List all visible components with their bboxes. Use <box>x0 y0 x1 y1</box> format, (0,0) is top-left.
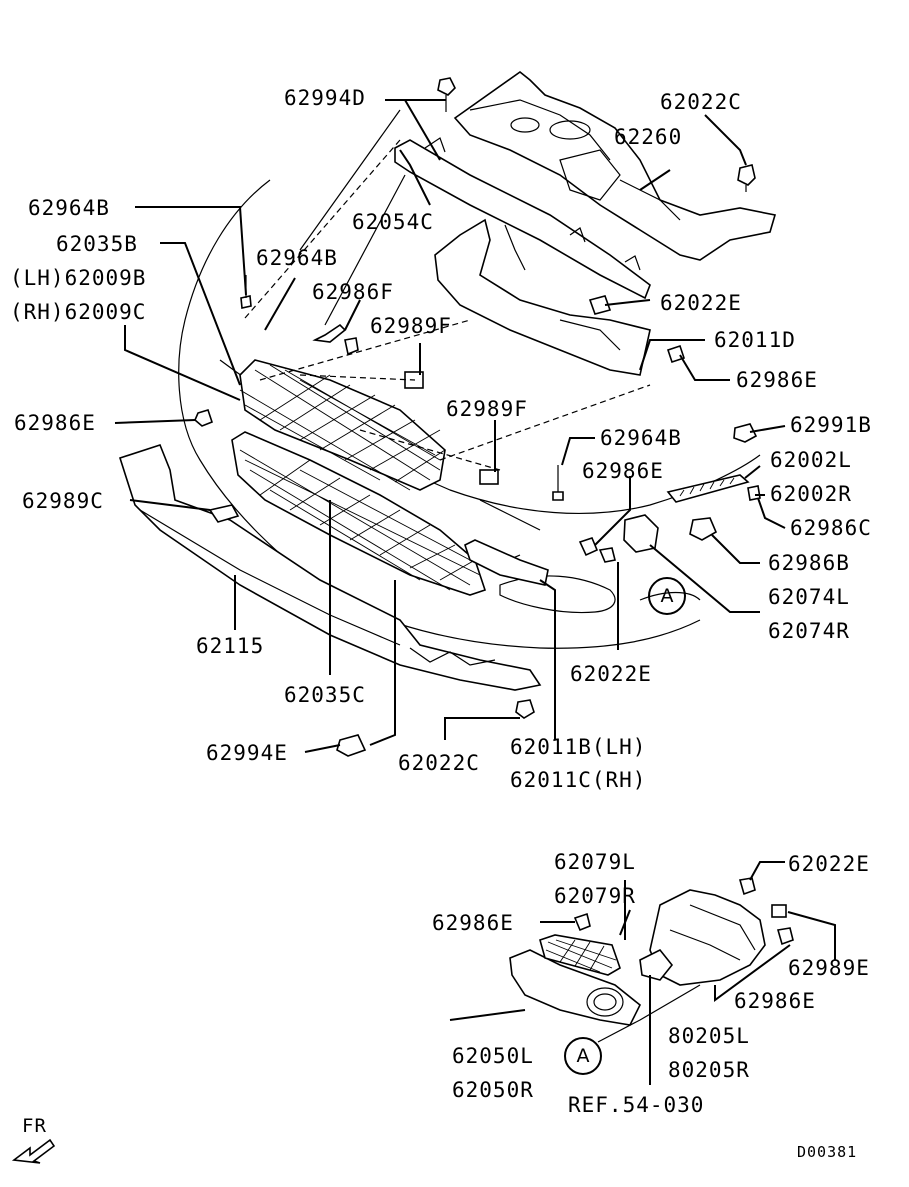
part-label-62050r: 62050R <box>452 1078 534 1102</box>
callout-circle-a-lower: A <box>564 1037 602 1075</box>
part-label-62964b-c: 62964B <box>600 426 682 450</box>
part-label-62002l: 62002L <box>770 448 852 472</box>
part-label-62011b-lh: 62011B(LH) <box>510 735 647 759</box>
part-label-62986e-e: 62986E <box>734 989 816 1013</box>
part-label-62986e-d: 62986E <box>432 911 514 935</box>
part-label-62986e-c: 62986E <box>582 459 664 483</box>
part-label-80205l: 80205L <box>668 1024 750 1048</box>
part-label-62022e-c: 62022E <box>788 852 870 876</box>
fog-lamp-bezel <box>509 934 642 1026</box>
front-arrow-icon <box>11 1138 56 1164</box>
fasteners <box>194 77 761 757</box>
part-label-62035c: 62035C <box>284 683 366 707</box>
part-label-62986e-b: 62986E <box>14 411 96 435</box>
part-label-62986f: 62986F <box>312 280 394 304</box>
part-label-62011c-rh: 62011C(RH) <box>510 768 647 792</box>
upper-bar <box>394 137 651 300</box>
lamp-bracket <box>598 514 659 563</box>
part-label-62002r: 62002R <box>770 482 852 506</box>
part-label-62022e-a: 62022E <box>660 291 742 315</box>
part-label-62079r: 62079R <box>554 884 636 908</box>
part-label-62986c: 62986C <box>790 516 872 540</box>
part-label-62074r: 62074R <box>768 619 850 643</box>
part-label-62964b-a: 62964B <box>28 196 110 220</box>
center-bracket <box>464 499 549 586</box>
part-label-lh-62009b: (LH)62009B <box>10 266 147 290</box>
part-label-62022e-b: 62022E <box>570 662 652 686</box>
lower-grille <box>231 431 487 596</box>
reference-label: REF.54-030 <box>568 1093 705 1117</box>
part-label-62079l: 62079L <box>554 850 636 874</box>
part-label-62964b-b: 62964B <box>256 246 338 270</box>
part-label-62989c: 62989C <box>22 489 104 513</box>
part-label-62994e: 62994E <box>206 741 288 765</box>
leader-lines <box>114 99 836 1085</box>
part-label-62022c-top: 62022C <box>660 90 742 114</box>
part-label-62994d: 62994D <box>284 86 366 110</box>
part-label-62989f-a: 62989F <box>370 314 452 338</box>
upper-support-panel <box>453 70 777 261</box>
part-label-62035b: 62035B <box>56 232 138 256</box>
part-label-80205r: 80205R <box>668 1058 750 1082</box>
part-label-62986e-a: 62986E <box>736 368 818 392</box>
part-label-62074l: 62074L <box>768 585 850 609</box>
part-label-rh-62009c: (RH)62009C <box>10 300 147 324</box>
part-label-62989e: 62989E <box>788 956 870 980</box>
upper-grille <box>239 359 446 491</box>
side-bracket <box>666 474 750 503</box>
part-label-62260: 62260 <box>614 125 683 149</box>
part-label-62986b: 62986B <box>768 551 850 575</box>
diagram-code: D00381 <box>797 1143 858 1161</box>
part-label-62989f-b: 62989F <box>446 397 528 421</box>
part-label-62011d: 62011D <box>714 328 796 352</box>
lower-lip <box>118 444 542 691</box>
alignment-lines <box>244 109 651 471</box>
part-label-62115: 62115 <box>196 634 265 658</box>
radiator-shroud <box>434 218 651 376</box>
part-label-62022c-bottom: 62022C <box>398 751 480 775</box>
part-label-62050l: 62050L <box>452 1044 534 1068</box>
fog-lamp-housing <box>573 877 794 986</box>
callout-circle-a-upper: A <box>648 577 686 615</box>
part-label-62991b: 62991B <box>790 413 872 437</box>
part-label-62054c: 62054C <box>352 210 434 234</box>
front-direction-label: FR <box>22 1115 47 1137</box>
